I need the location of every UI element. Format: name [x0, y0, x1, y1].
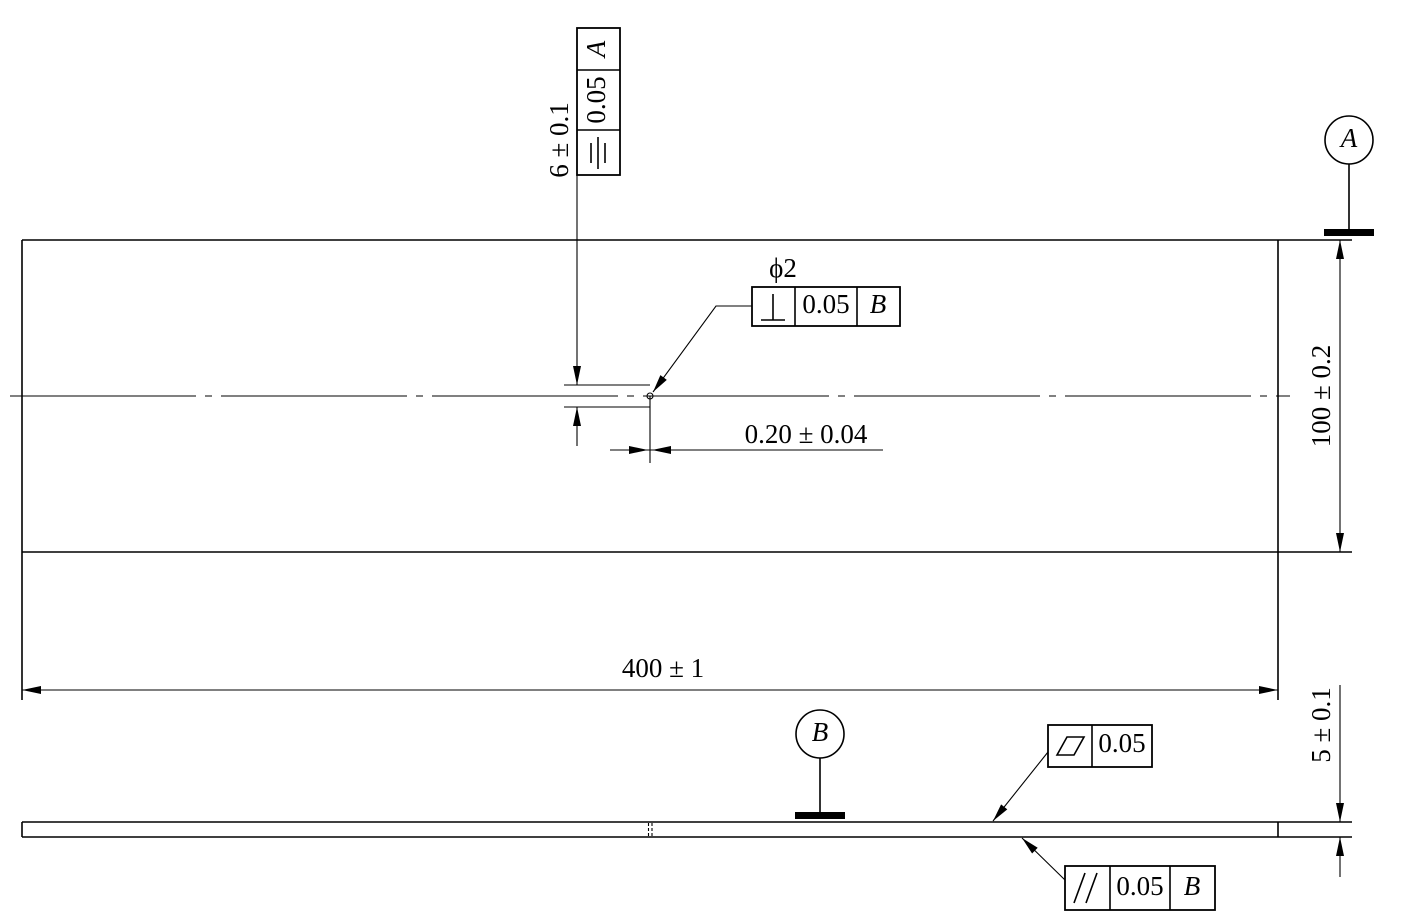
- parallelism-icon: [1073, 872, 1098, 904]
- parallelism-fcf-tolerance: 0.05: [1116, 871, 1163, 901]
- flatness-fcf: 0.05: [992, 724, 1153, 822]
- parallelism-fcf: 0.05 B: [1021, 837, 1216, 911]
- length-dimension: 400 ± 1: [22, 653, 1278, 694]
- arrowhead-up: [1336, 240, 1344, 259]
- top-view: [10, 239, 1352, 700]
- datum-a-triangle-base: [1324, 229, 1374, 236]
- arrowhead-down: [573, 366, 581, 385]
- arrowhead-up: [573, 407, 581, 426]
- arrowhead: [1022, 838, 1038, 854]
- arrowhead-left: [652, 446, 671, 454]
- position-dimension-text: 6 ± 0.1: [544, 102, 574, 178]
- thickness-dimension-text: 5 ± 0.1: [1306, 687, 1336, 763]
- symmetry-fcf-tolerance: 0.05: [581, 76, 611, 123]
- perpendicularity-fcf-tolerance: 0.05: [802, 289, 849, 319]
- datum-b-label: B: [812, 717, 829, 747]
- symmetry-icon: [590, 137, 606, 169]
- side-view: [21, 821, 1352, 838]
- parallelism-fcf-frame: [1064, 865, 1216, 911]
- perpendicularity-leader: [652, 305, 752, 393]
- arrowhead-down: [1336, 803, 1344, 822]
- symmetry-fcf: A 0.05 6 ± 0.1: [544, 27, 650, 446]
- datum-b-symbol: B: [795, 709, 845, 819]
- arrowhead: [993, 804, 1008, 821]
- hole-diameter-text: ϕ2: [769, 253, 797, 283]
- flatness-fcf-tolerance: 0.05: [1098, 728, 1145, 758]
- datum-a-symbol: A: [1324, 115, 1374, 236]
- datum-a-label: A: [1339, 123, 1358, 153]
- hole-width-dimension: 0.20 ± 0.04: [610, 396, 883, 463]
- width-dimension: 100 ± 0.2: [1306, 240, 1344, 552]
- arrowhead-down: [1336, 533, 1344, 552]
- perpendicularity-fcf-datum: B: [870, 289, 887, 319]
- perpendicularity-fcf: ϕ2 0.05 B: [652, 253, 901, 393]
- thickness-dimension: 5 ± 0.1: [1306, 685, 1344, 877]
- datum-b-triangle-base: [795, 812, 845, 819]
- symmetry-fcf-datum: A: [581, 40, 611, 59]
- parallelism-fcf-datum: B: [1184, 871, 1201, 901]
- length-dimension-text: 400 ± 1: [622, 653, 704, 683]
- arrowhead-up: [1336, 837, 1344, 856]
- arrowhead-right: [629, 446, 648, 454]
- width-dimension-text: 100 ± 0.2: [1306, 345, 1336, 448]
- flatness-icon: [1055, 736, 1086, 756]
- arrowhead: [653, 375, 667, 392]
- hole-width-dimension-text: 0.20 ± 0.04: [745, 419, 868, 449]
- arrowhead-left: [22, 686, 41, 694]
- arrowhead-right: [1259, 686, 1278, 694]
- perpendicularity-icon: [761, 294, 785, 321]
- flatness-fcf-frame: [1047, 724, 1153, 768]
